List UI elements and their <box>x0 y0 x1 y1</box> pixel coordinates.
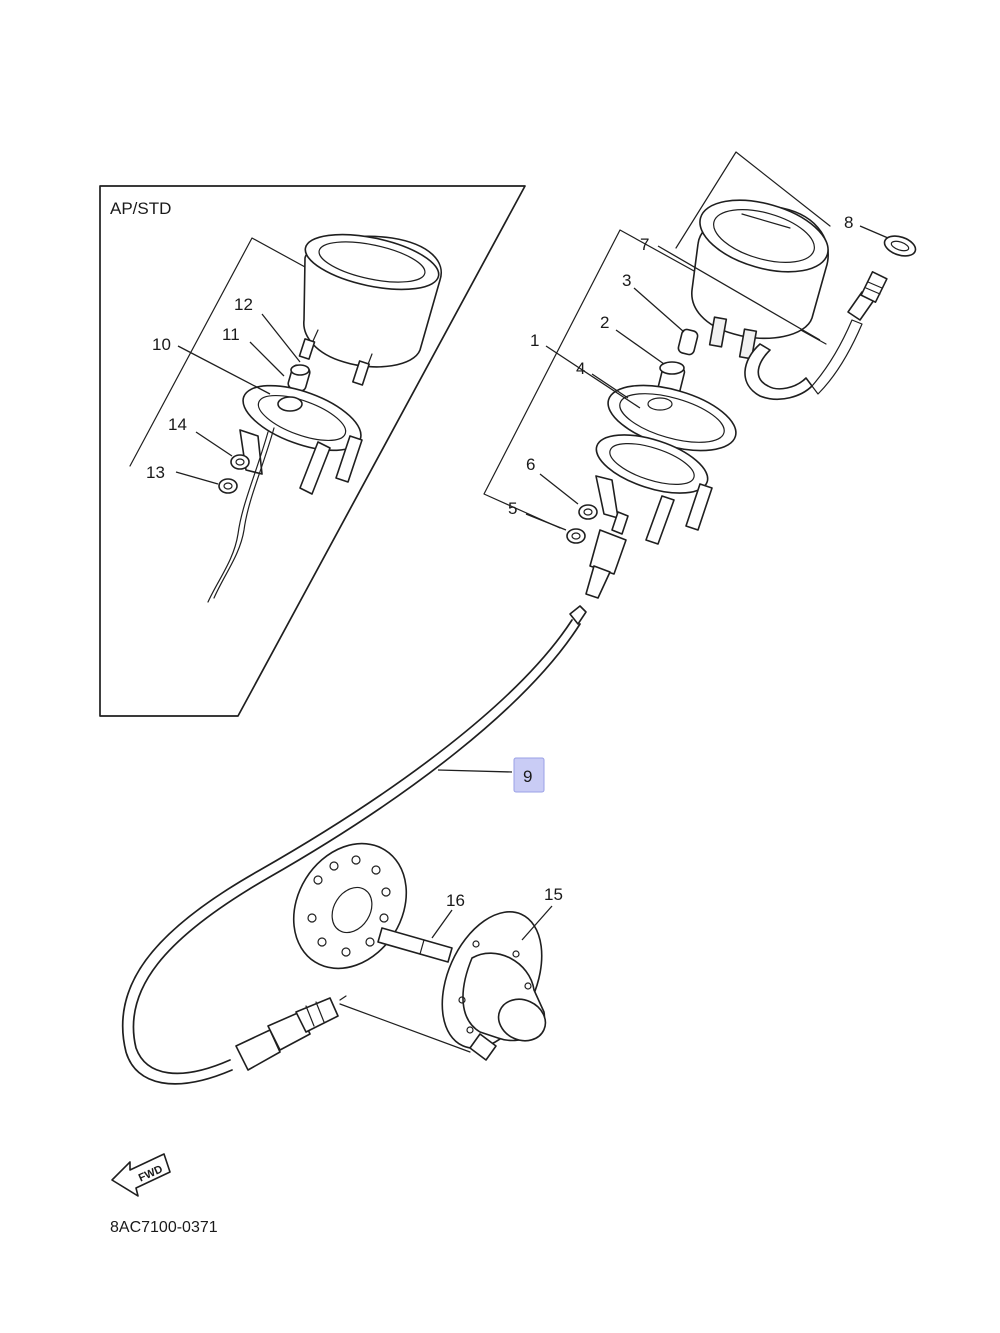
cable-socket <box>585 511 629 599</box>
callout-7: 7 <box>640 235 649 254</box>
part-8-ring <box>883 235 917 257</box>
inset-bracket-plate <box>239 384 363 495</box>
inset-wire <box>213 427 275 599</box>
callout-8: 8 <box>844 213 853 232</box>
meter-body <box>691 199 829 340</box>
gear-unit: 16 15 <box>292 842 563 1061</box>
callout-4: 4 <box>576 359 585 378</box>
inset-nut-14 <box>230 454 250 470</box>
inset-border <box>99 185 526 717</box>
part-3-bulb <box>677 328 699 356</box>
inset-panel: AP/STD <box>99 185 526 717</box>
callout-16: 16 <box>446 891 465 910</box>
callout-13: 13 <box>146 463 165 482</box>
meter-harness <box>744 343 813 401</box>
speedometer-cable <box>121 605 587 1085</box>
callout-3: 3 <box>622 271 631 290</box>
fwd-arrow-icon: FWD <box>111 1153 171 1197</box>
part-1-bracket <box>595 434 713 545</box>
drawing-code: 8AC7100-0371 <box>110 1219 218 1236</box>
part-6-nut <box>578 504 598 520</box>
callout-1: 1 <box>530 331 539 350</box>
main-bracket-outline <box>675 151 831 249</box>
callout-14: 14 <box>168 415 187 434</box>
main-assembly: 8 7 3 2 1 4 6 5 <box>483 151 917 599</box>
callout-2: 2 <box>600 313 609 332</box>
callout-9: 9 <box>523 767 532 786</box>
inset-nut-13 <box>218 478 238 494</box>
inset-gauge <box>298 233 442 386</box>
callout-12: 12 <box>234 295 253 314</box>
meter-connector <box>847 271 888 321</box>
inset-title: AP/STD <box>110 199 171 218</box>
callout-5: 5 <box>508 499 517 518</box>
callout-10: 10 <box>152 335 171 354</box>
callout-9-highlight <box>513 757 545 793</box>
part-5-nut <box>566 528 586 544</box>
callout-11: 11 <box>222 325 240 344</box>
callout-6: 6 <box>526 455 535 474</box>
callout-15: 15 <box>544 885 563 904</box>
